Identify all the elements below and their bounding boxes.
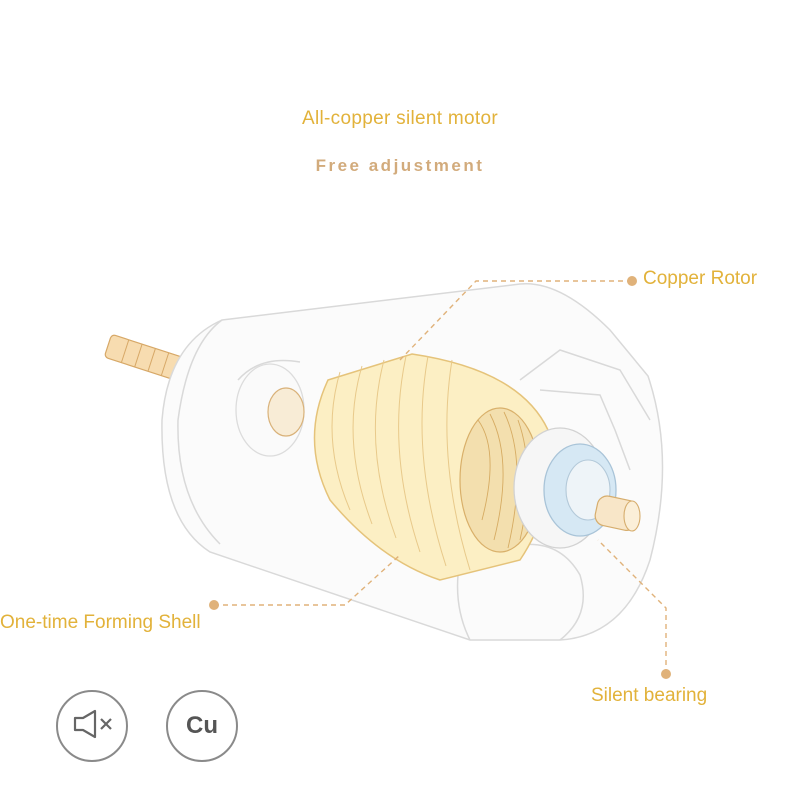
copper-symbol: Cu [186,712,218,739]
page-subtitle: Free adjustment [315,156,485,175]
page-title: All-copper silent motor [302,108,498,129]
copper-rotor-label: Copper Rotor [643,268,758,289]
leader-lines [214,280,667,674]
forming-shell-label: One-time Forming Shell [0,612,201,633]
shell-leader-dot [209,600,219,610]
silent-badge [56,690,128,762]
copper-badge: Cu [166,690,238,762]
bearing-leader-dot [661,669,671,679]
rotor-leader-dot [627,276,637,286]
silent-bearing-label: Silent bearing [591,685,708,706]
speaker-mute-icon [69,708,115,745]
bearing-assembly [513,427,641,549]
